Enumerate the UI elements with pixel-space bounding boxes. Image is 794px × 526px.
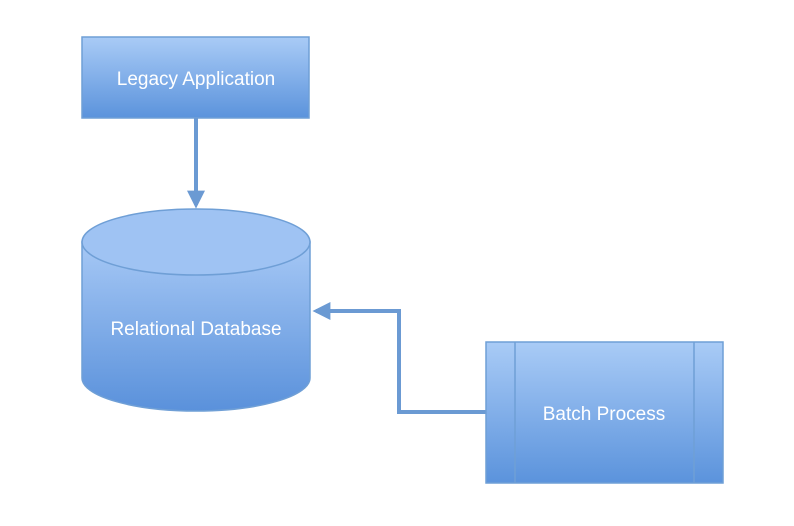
batch-process-node[interactable]: Batch Process	[485, 341, 724, 484]
batch-process-label: Batch Process	[543, 404, 666, 425]
legacy-application-label: Legacy Application	[117, 69, 275, 90]
legacy-application-box	[81, 36, 310, 119]
database-cylinder-body	[81, 241, 311, 412]
connector-batch-to-database	[312, 302, 486, 414]
batch-process-box	[485, 341, 724, 484]
legacy-application-node[interactable]: Legacy Application	[81, 36, 310, 119]
relational-database-node[interactable]: Relational Database	[81, 208, 311, 412]
database-cylinder-top	[81, 208, 311, 276]
relational-database-label: Relational Database	[110, 319, 281, 340]
